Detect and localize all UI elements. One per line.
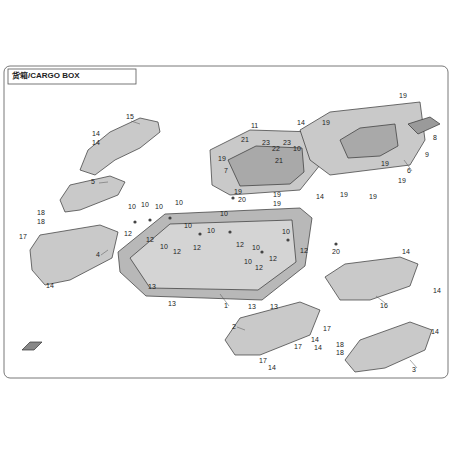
callout-number: 19: [381, 160, 389, 167]
callout-number: 14: [316, 193, 324, 200]
callout-number: 14: [297, 119, 305, 126]
callout-number: 10: [128, 203, 136, 210]
callout-number: 10: [155, 203, 163, 210]
callout-number: 19: [399, 92, 407, 99]
callout-number: 10: [282, 228, 290, 235]
callout-number: 18: [37, 218, 45, 225]
callout-number: 2: [232, 323, 236, 330]
callout-number: 21: [241, 136, 249, 143]
callout-number: 18: [336, 341, 344, 348]
callout-number: 12: [173, 248, 181, 255]
callout-number: 10: [293, 145, 301, 152]
callout-number: 5: [91, 178, 95, 185]
callout-number: 23: [262, 139, 270, 146]
callout-number: 10: [184, 222, 192, 229]
callout-number: 17: [323, 325, 331, 332]
callout-number: 4: [96, 251, 100, 258]
callout-number: 10: [252, 244, 260, 251]
callout-number: 22: [272, 145, 280, 152]
callout-number: 13: [270, 303, 278, 310]
callout-number: 12: [255, 264, 263, 271]
callout-number: 14: [268, 364, 276, 371]
callout-number: 14: [92, 130, 100, 137]
callout-number: 6: [407, 167, 411, 174]
callout-number: 10: [244, 258, 252, 265]
callout-number: 3: [412, 366, 416, 373]
callout-number: 14: [46, 282, 54, 289]
callout-number: 14: [431, 328, 439, 335]
callout-number: 12: [300, 247, 308, 254]
callout-number: 11: [251, 122, 258, 129]
callout-number: 13: [248, 303, 256, 310]
callout-number: 18: [336, 349, 344, 356]
callout-number: 14: [92, 139, 100, 146]
callout-number: 12: [193, 244, 201, 251]
callout-number: 8: [433, 134, 437, 141]
callout-number: 20: [238, 196, 246, 203]
callout-number: 15: [126, 113, 134, 120]
callout-number: 14: [402, 248, 410, 255]
callout-number: 23: [283, 139, 291, 146]
callout-number: 9: [425, 151, 429, 158]
callout-number: 19: [234, 188, 242, 195]
callout-number: 10: [175, 199, 183, 206]
callout-number: 19: [398, 177, 406, 184]
callout-number: 7: [224, 167, 228, 174]
callout-number: 12: [124, 230, 132, 237]
callout-number: 12: [146, 236, 154, 243]
callout-number: 19: [218, 155, 226, 162]
callout-number: 16: [380, 302, 388, 309]
callout-number: 10: [220, 210, 228, 217]
callout-number: 19: [369, 193, 377, 200]
callout-number: 13: [148, 283, 156, 290]
callout-number: 19: [340, 191, 348, 198]
callout-number: 19: [322, 119, 330, 126]
callout-number: 17: [259, 357, 267, 364]
callout-number: 17: [19, 233, 27, 240]
callout-number: 12: [236, 241, 244, 248]
callout-number: 14: [433, 287, 441, 294]
callout-number: 18: [37, 209, 45, 216]
callout-number: 21: [275, 157, 283, 164]
callout-number: 13: [168, 300, 176, 307]
callout-number: 14: [314, 344, 322, 351]
callout-number: 19: [273, 200, 281, 207]
callout-number: 20: [332, 248, 340, 255]
callout-number: 10: [207, 227, 215, 234]
callout-number: 19: [273, 191, 281, 198]
callout-number: 12: [269, 255, 277, 262]
diagram-title: 货箱/CARGO BOX: [12, 72, 80, 80]
callout-number: 10: [160, 243, 168, 250]
callout-number: 1: [224, 302, 228, 309]
callout-number: 10: [141, 201, 149, 208]
callout-number: 17: [294, 343, 302, 350]
callout-number: 14: [311, 336, 319, 343]
